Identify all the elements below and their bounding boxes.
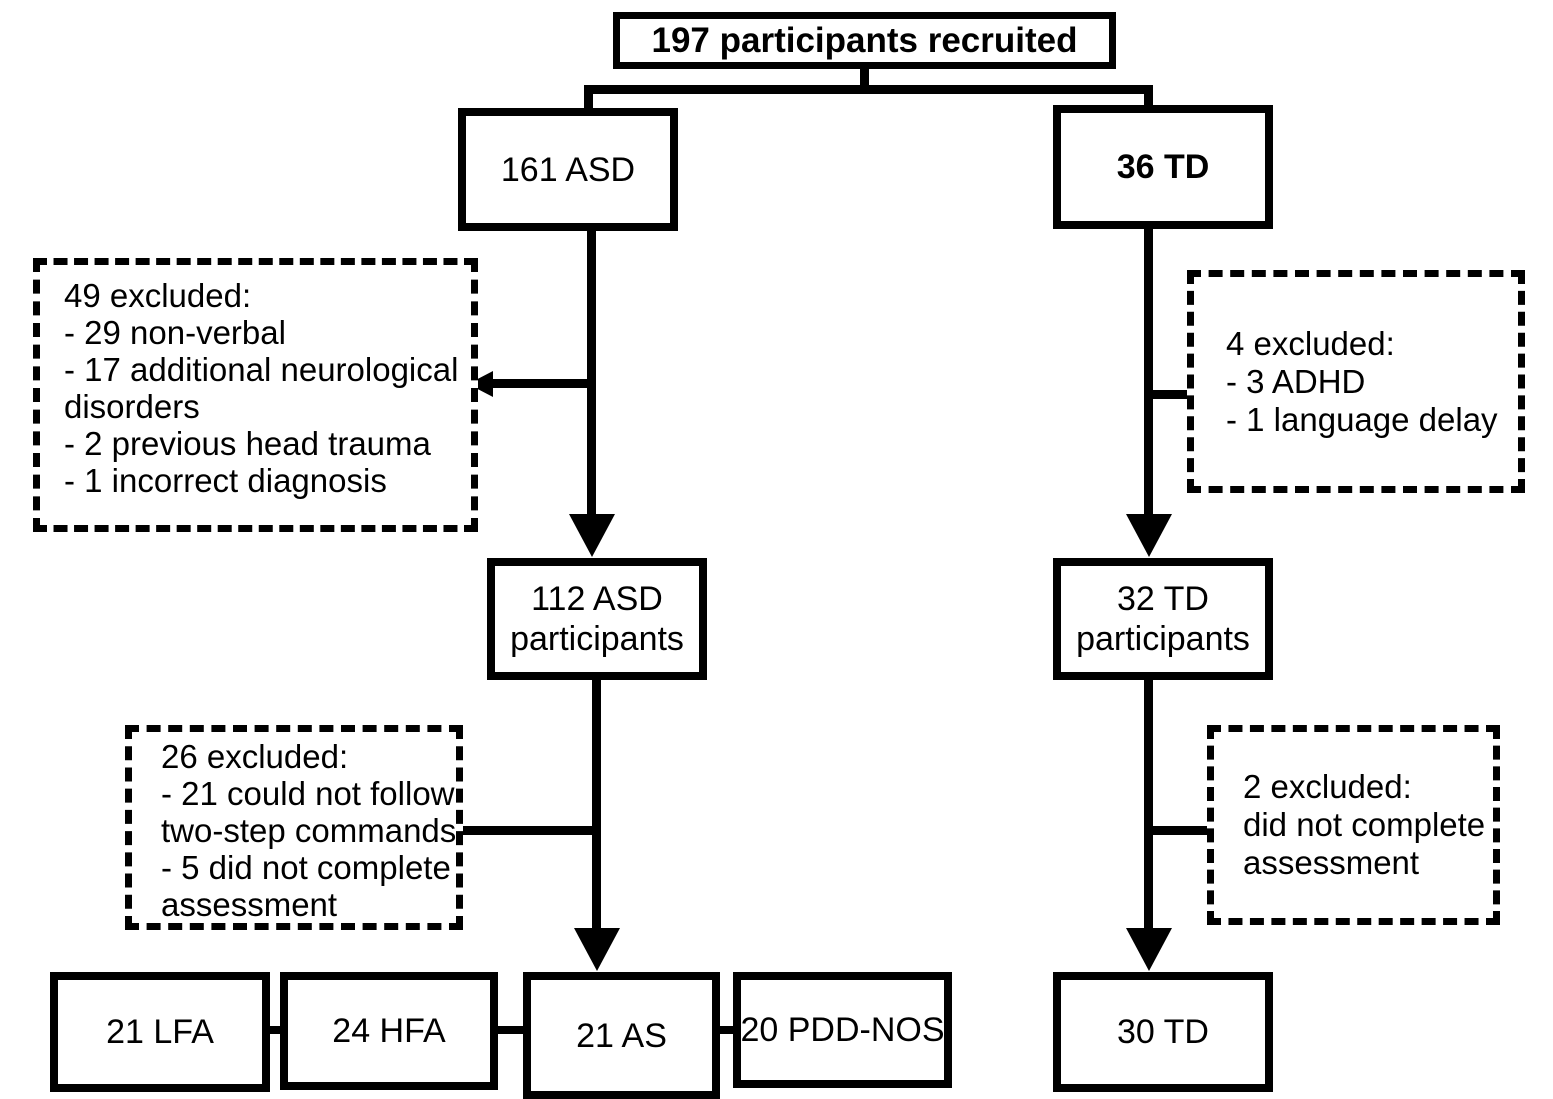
- exclusion-line: 2 excluded:: [1243, 768, 1412, 805]
- node-td-final: 30 TD: [1053, 972, 1273, 1092]
- arrowhead-down-asd-stage1-icon: [569, 514, 615, 557]
- exclusion-line: 4 excluded:: [1226, 324, 1395, 362]
- connector-td-stage2-vertical: [1144, 678, 1153, 931]
- exclusion-line: 26 excluded:: [161, 738, 349, 775]
- exclusion-line: - 5 did not complete: [161, 849, 451, 886]
- exclusion-line: - 21 could not follow: [161, 775, 455, 812]
- exclusion-line: - 3 ADHD: [1226, 362, 1366, 400]
- connector-td-exclusion1-horizontal: [1148, 390, 1193, 399]
- exclusion-line: two-step commands: [161, 812, 457, 849]
- arrowhead-down-td-stage1-icon: [1126, 514, 1172, 557]
- exclusion-line: 49 excluded:: [64, 277, 252, 314]
- connector-lfa-hfa: [264, 1026, 284, 1034]
- node-as-label: 21 AS: [576, 1016, 667, 1055]
- node-td-recruited-label: 36 TD: [1116, 148, 1210, 186]
- arrowhead-down-asd-stage2-icon: [574, 928, 620, 971]
- node-asd-recruited-label: 161 ASD: [500, 150, 636, 189]
- node-td-participants-line1: 32 TD: [1117, 580, 1209, 618]
- node-lfa: 21 LFA: [50, 972, 270, 1092]
- node-as: 21 AS: [523, 972, 720, 1099]
- exclusion-box-td-stage2: 2 excluded: did not complete assessment: [1207, 725, 1500, 925]
- node-recruited-label: 197 participants recruited: [651, 20, 1078, 60]
- node-td-participants-line2: participants: [1076, 620, 1250, 658]
- exclusion-line: - 1 incorrect diagnosis: [64, 462, 387, 499]
- node-pdd-nos-label: 20 PDD-NOS: [740, 1011, 945, 1049]
- connector-td-exclusion2-horizontal: [1148, 826, 1211, 835]
- exclusion-box-asd-stage2: 26 excluded: - 21 could not follow two-s…: [125, 725, 463, 930]
- exclusion-line: disorders: [64, 388, 200, 425]
- node-pdd-nos: 20 PDD-NOS: [733, 972, 952, 1088]
- node-recruited: 197 participants recruited: [613, 12, 1116, 69]
- connector-asd-stage2-vertical: [592, 678, 601, 931]
- node-td-recruited: 36 TD: [1053, 105, 1273, 229]
- node-td-participants: 32 TD participants: [1053, 558, 1273, 680]
- node-hfa-label: 24 HFA: [332, 1012, 446, 1050]
- node-lfa-label: 21 LFA: [106, 1013, 214, 1051]
- exclusion-line: - 1 language delay: [1226, 400, 1498, 438]
- connector-asd-exclusion2-horizontal: [461, 826, 597, 835]
- connector-hfa-as: [493, 1026, 527, 1034]
- node-asd-participants-line2: participants: [510, 620, 684, 658]
- exclusion-box-asd-stage1: 49 excluded: - 29 non-verbal - 17 additi…: [33, 258, 478, 532]
- exclusion-line: assessment: [1243, 844, 1420, 881]
- exclusion-line: - 17 additional neurological: [64, 351, 459, 388]
- connector-top-center-stub: [860, 64, 869, 91]
- exclusion-line: - 29 non-verbal: [64, 314, 286, 351]
- node-asd-recruited: 161 ASD: [458, 108, 678, 231]
- node-asd-participants: 112 ASD participants: [487, 558, 707, 680]
- connector-top-left-stub: [584, 85, 593, 113]
- exclusion-line: did not complete: [1243, 806, 1486, 843]
- node-asd-participants-line1: 112 ASD: [531, 580, 663, 618]
- connector-as-pddnos: [716, 1026, 741, 1034]
- connector-asd-stage1-vertical: [587, 228, 596, 518]
- connector-top-right-stub: [1144, 85, 1153, 110]
- exclusion-line: assessment: [161, 886, 338, 923]
- connector-top-branch-horizontal: [584, 85, 1153, 94]
- exclusion-line: - 2 previous head trauma: [64, 425, 431, 462]
- exclusion-box-td-stage1: 4 excluded: - 3 ADHD - 1 language delay: [1187, 270, 1525, 493]
- node-td-final-label: 30 TD: [1117, 1013, 1209, 1051]
- arrowhead-down-td-stage2-icon: [1126, 928, 1172, 971]
- connector-td-stage1-vertical: [1144, 226, 1153, 518]
- node-hfa: 24 HFA: [280, 972, 498, 1090]
- connector-asd-exclusion1-horizontal: [482, 379, 592, 388]
